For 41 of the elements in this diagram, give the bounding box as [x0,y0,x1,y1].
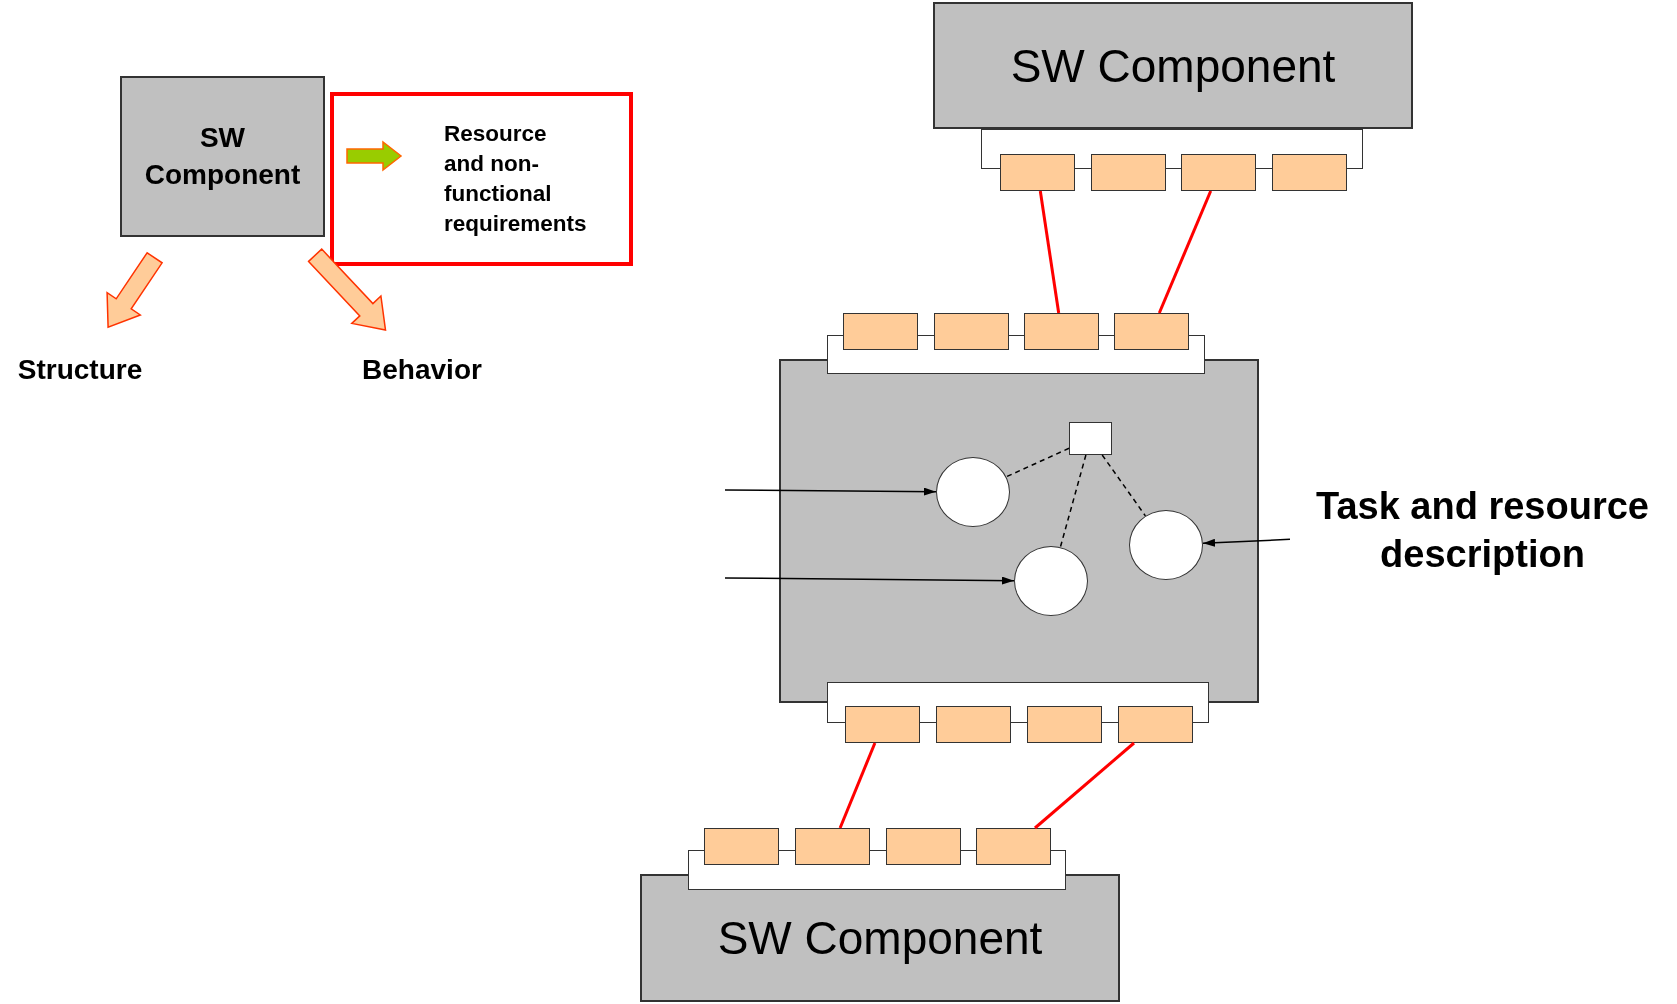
requirements-text: Resource and non-functional requirements [444,120,588,238]
port-box [843,313,918,350]
port-box [976,828,1051,865]
port-box [1027,706,1102,743]
port-box [886,828,961,865]
component-box [779,359,1259,703]
port-box [1181,154,1256,191]
component-box [120,76,325,237]
connector-line [1157,190,1213,314]
dashed-line [1059,454,1087,548]
port-box [704,828,779,865]
requirements-box [330,92,633,266]
connector-line [1034,741,1135,830]
port-box [795,828,870,865]
component-box [933,2,1413,129]
arrow [724,576,1015,585]
component-box [640,874,1120,1002]
text-label: Task and resource description [1315,484,1650,577]
component-label: SW Component [1010,38,1336,93]
connector-line [838,742,877,829]
text-label: Structure [17,352,143,387]
port-box [934,313,1009,350]
dashed-line [1005,447,1070,478]
port-box [1000,154,1075,191]
port-box [1091,154,1166,191]
text-label: Behavior [362,352,482,387]
block-arrow [106,251,164,329]
port-box [936,706,1011,743]
port-box [1114,313,1189,350]
port-box [1272,154,1347,191]
dashed-line [1101,454,1147,517]
component-label: SW Component [717,911,1043,965]
arrow [1202,538,1291,547]
port-box [1024,313,1099,350]
block-arrow [307,248,387,332]
connector-line [1038,190,1061,314]
arrow [724,487,937,496]
port-box [1118,706,1193,743]
component-label: SW Component [143,121,302,192]
small-box [1069,422,1112,455]
port-box [845,706,920,743]
